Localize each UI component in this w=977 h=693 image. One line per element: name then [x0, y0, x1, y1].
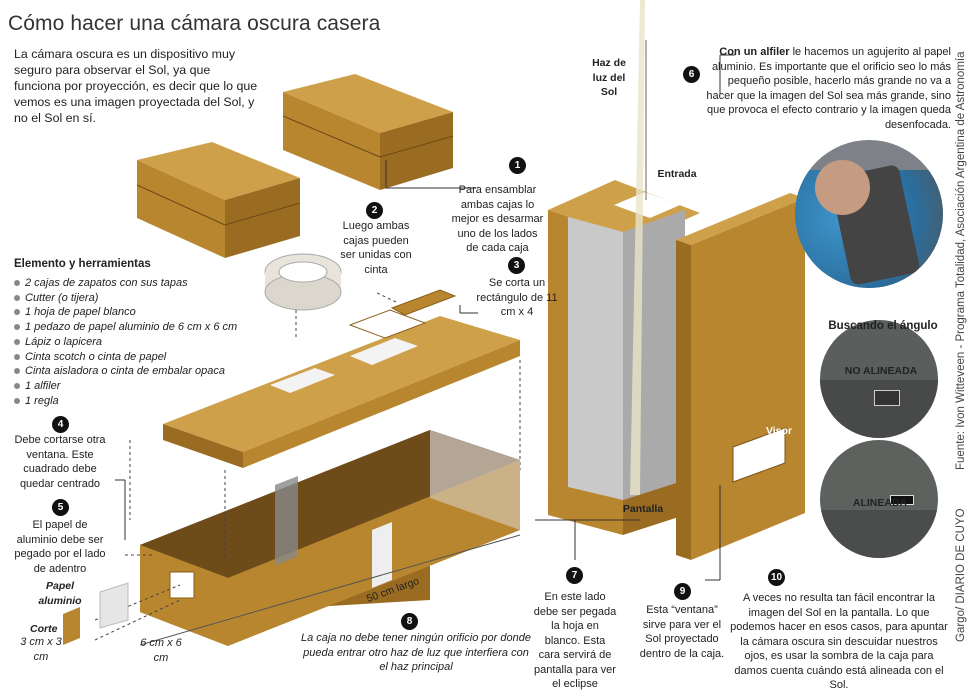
step-7-caption: En este lado debe ser pegada la hoja en … — [533, 591, 617, 690]
tool-item: Cinta scotch o cinta de papel — [14, 350, 264, 365]
step-badge-4: 4 — [52, 416, 69, 433]
tool-item: 1 hoja de papel blanco — [14, 305, 264, 320]
alineada-label: ALINEADA — [852, 497, 908, 509]
tool-item: 2 cajas de zapatos con sus tapas — [14, 276, 264, 291]
step-4-caption: Debe cortarse otra ventana. Este cuadrad… — [14, 434, 106, 490]
step-3-caption: Se corta un rectángulo de 11 cm x 4 — [476, 277, 558, 318]
step-badge-3: 3 — [508, 257, 525, 274]
step-1-caption: Para ensamblar ambas cajas lo mejor es d… — [451, 184, 544, 254]
tool-item: Cutter (o tijera) — [14, 291, 264, 306]
step-10-caption: A veces no resulta tan fácil encontrar l… — [730, 592, 948, 691]
tools-heading: Elemento y herramientas — [14, 258, 151, 270]
corte-label: Corte — [30, 623, 58, 635]
entrada-label: Entrada — [657, 168, 697, 180]
step-9-caption: Esta “ventana” sirve para ver el Sol pro… — [639, 604, 725, 660]
no-alineada-label: NO ALINEADA — [844, 365, 918, 377]
long-box — [140, 430, 520, 646]
corte-dim-label: 3 cm x 3 cm — [20, 636, 62, 663]
tools-list: Elemento y herramientas 2 cajas de zapat… — [14, 258, 264, 408]
buscando-heading: Buscando el ángulo — [828, 320, 938, 332]
sun-beam-label: Haz de luz del Sol — [592, 57, 626, 98]
step-badge-9: 9 — [674, 583, 691, 600]
visor-label: Visor — [765, 425, 793, 437]
step-6-bold: Con un alfiler — [719, 46, 790, 58]
step-badge-10: 10 — [768, 569, 785, 586]
author-credit: Gargo/ DIARIO DE CUYO — [955, 508, 967, 642]
aligned-photo — [820, 440, 938, 558]
tool-item: 1 alfiler — [14, 379, 264, 394]
step-badge-2: 2 — [366, 202, 383, 219]
tool-item: 1 pedazo de papel aluminio de 6 cm x 6 c… — [14, 320, 264, 335]
tool-item: Cinta aisladora o cinta de embalar opaca — [14, 364, 264, 379]
intro-text: La cámara oscura es un dispositivo muy s… — [14, 47, 258, 125]
page-title: Cómo hacer una cámara oscura casera — [8, 12, 381, 35]
step-8-caption: La caja no debe tener ningún orificio po… — [301, 632, 531, 673]
front-panel — [676, 193, 805, 560]
dim6-label: 6 cm x 6 cm — [140, 637, 182, 664]
papel-label: Papel aluminio — [38, 580, 82, 607]
person-photo — [795, 140, 943, 288]
shoe-box-right — [282, 74, 454, 190]
step-badge-7: 7 — [566, 567, 583, 584]
lid — [163, 289, 520, 468]
step-badge-6: 6 — [683, 66, 700, 83]
illustration — [63, 0, 805, 646]
tape-roll-icon — [264, 253, 342, 311]
step-6-text: le hacemos un agujerito al papel alumini… — [706, 46, 951, 131]
step-badge-8: 8 — [401, 613, 418, 630]
tool-item: Lápiz o lapicera — [14, 335, 264, 350]
step-badge-5: 5 — [52, 499, 69, 516]
step-2-caption: Luego ambas cajas pueden ser unidas con … — [340, 220, 412, 276]
step-5-caption: El papel de aluminio debe ser pegado por… — [14, 519, 106, 575]
no-aligned-photo — [820, 320, 938, 438]
source-credit: Fuente: Ivon Witteveen - Programa Totali… — [955, 51, 967, 471]
tool-item: 1 regla — [14, 394, 264, 409]
pantalla-label: Pantalla — [622, 503, 664, 515]
step-6-caption: Con un alfiler le hacemos un agujerito a… — [706, 45, 951, 132]
shoe-box-left — [136, 142, 301, 258]
step-badge-1: 1 — [509, 157, 526, 174]
